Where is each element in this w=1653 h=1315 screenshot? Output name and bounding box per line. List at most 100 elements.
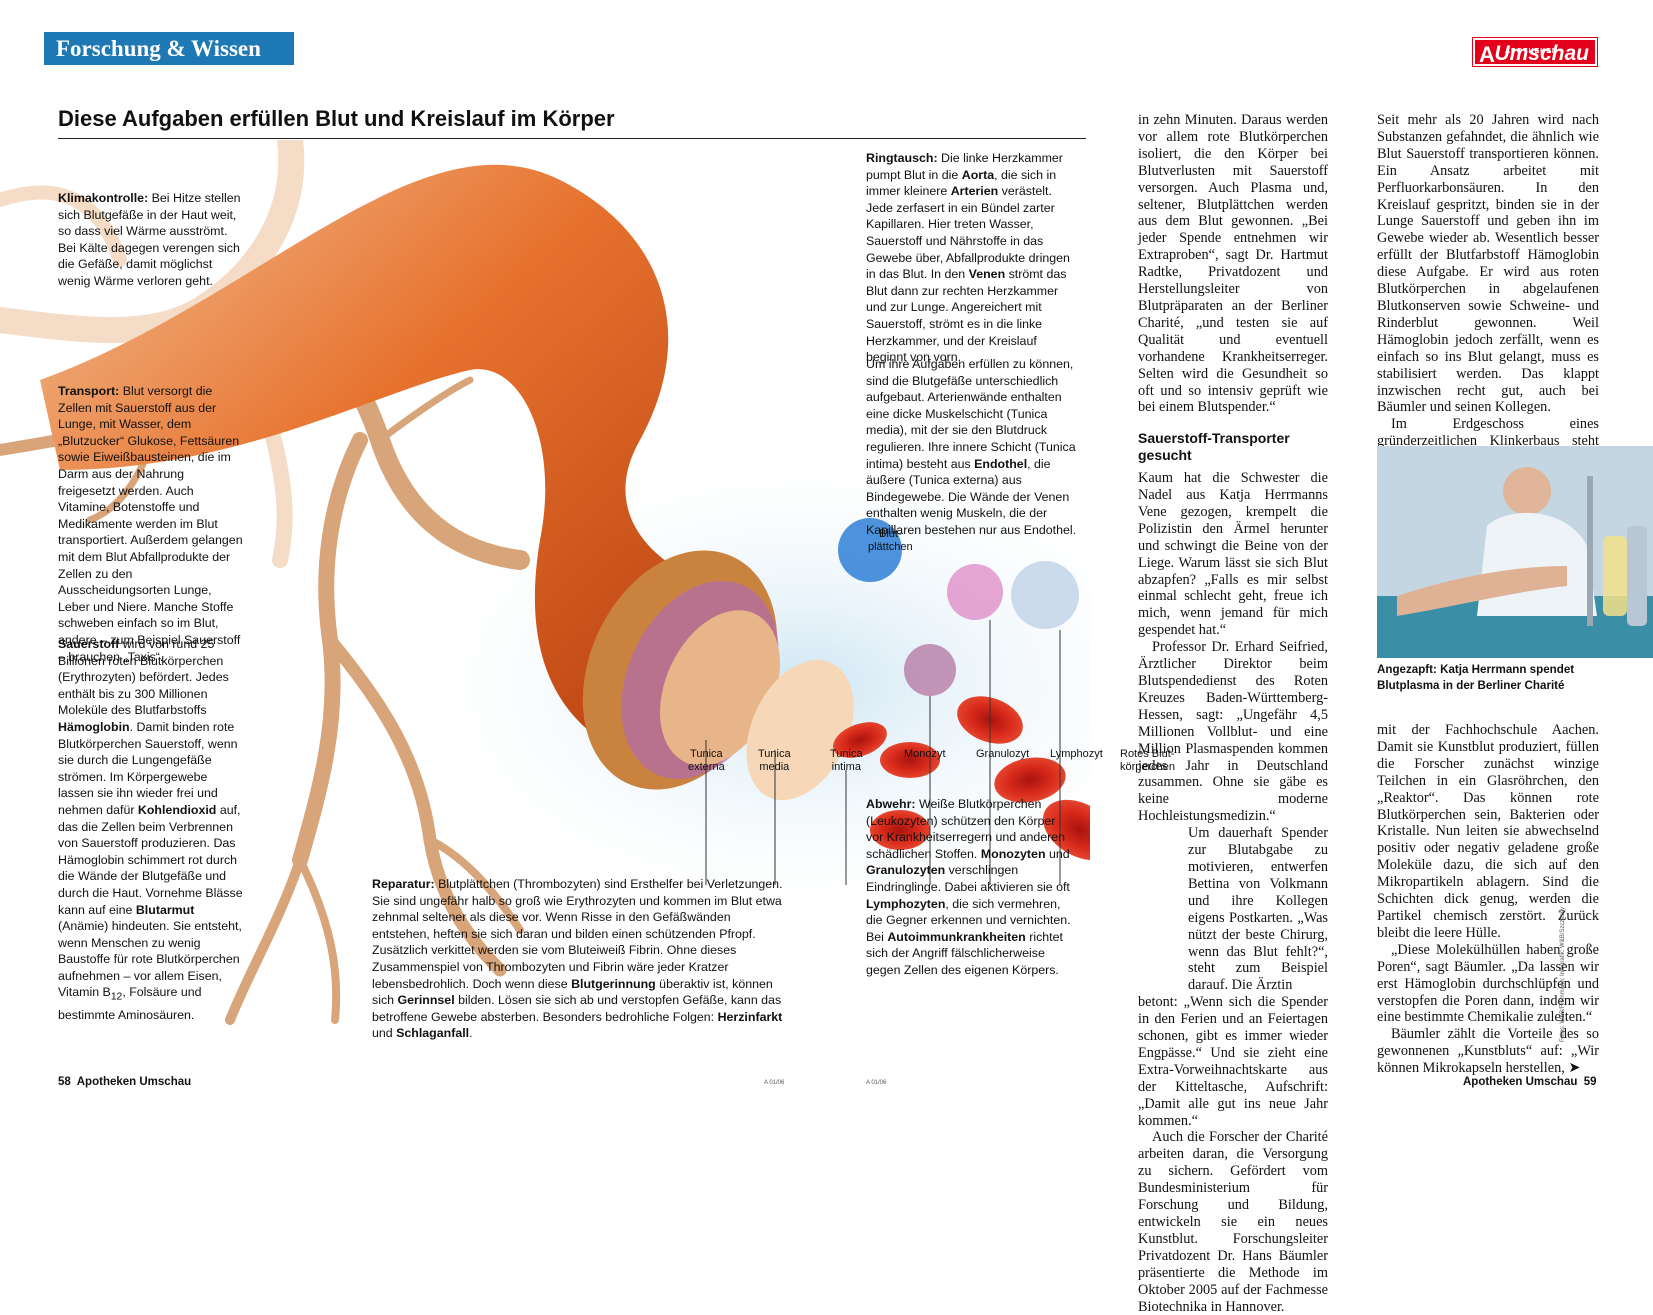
caption-text: . Damit binden rote Blutkörperchen Sauer… <box>58 719 238 817</box>
caption-bold: Aorta <box>961 167 995 182</box>
article-paragraph: Professor Dr. Erhard Seifried, Ärztliche… <box>1138 639 1328 825</box>
pharmacy-a-icon: A <box>1479 42 1495 67</box>
caption-text: und <box>372 1026 397 1041</box>
caption-subscript: 12 <box>110 991 123 1003</box>
label-rotes-blutkoerperchen: Rotes Blut- körperchen <box>1120 748 1176 773</box>
caption-lead: Transport: <box>58 384 120 398</box>
blood-vessel-illustration <box>0 140 1090 1025</box>
article-paragraph: in zehn Minuten. Daraus werden vor allem… <box>1138 112 1328 416</box>
caption-text: wird von rund 25 Billionen roten Blutkör… <box>58 637 229 718</box>
caption-bold: Autoimmunkrankheiten <box>887 929 1026 944</box>
caption-text: Blut versorgt die Zellen mit Sauerstoff … <box>58 384 243 664</box>
page-headline: Diese Aufgaben erfüllen Blut und Kreisla… <box>58 104 1086 139</box>
lymphozyt-cell <box>1011 561 1079 629</box>
caption-text: Bei Hitze stellen sich Blutgefäße in der… <box>58 191 241 288</box>
caption-lead: Sauerstoff <box>58 637 120 651</box>
brand-logo: A APOTHEKEN Umschau <box>1473 38 1597 67</box>
caption-bold: Gerinnsel <box>397 993 455 1008</box>
caption-lead: Klimakontrolle: <box>58 191 149 205</box>
label-granulozyt: Granulozyt <box>976 748 1030 760</box>
caption-bold: Endothel <box>974 456 1028 471</box>
caption-bold: Blutgerinnung <box>571 976 656 991</box>
section-rubric: Forschung & Wissen <box>44 32 294 65</box>
rbc-cell <box>994 757 1066 803</box>
rbc-cell <box>833 722 887 758</box>
caption-text: , die äußere (Tunica externa) aus Bindeg… <box>866 456 1077 537</box>
caption-bold: Venen <box>968 267 1006 282</box>
caption-bold: Blutarmut <box>135 902 195 917</box>
caption-text: und <box>1045 846 1070 861</box>
label-tunica-externa: Tunica externa <box>688 748 725 773</box>
article-column-2-continued: mit der Fachhochschule Aachen. Damit sie… <box>1377 722 1599 1077</box>
caption-text: bilden. Lösen sie sich ab und verstopfen… <box>372 993 782 1024</box>
caption-text: überaktiv ist, können sich <box>372 976 773 1008</box>
caption-lead: Abwehr: <box>866 797 916 811</box>
rbc-cell <box>870 810 930 850</box>
photo-caption: Angezapft: Katja Herrmann spendet Blutpl… <box>1377 663 1575 692</box>
article-paragraph: betont: „Wenn sich die Spender in den Fe… <box>1138 994 1328 1129</box>
caption-bold: Hämoglobin <box>58 719 130 734</box>
blood-cells <box>833 518 1090 861</box>
granulozyt-cell <box>947 564 1003 620</box>
article-paragraph: Kaum hat die Schwester die Nadel aus Kat… <box>1138 470 1328 639</box>
footer-code-left: A 01/06 <box>764 1080 785 1086</box>
logo-small-text: APOTHEKEN <box>1505 48 1558 55</box>
caption-ringtausch: Ringtausch: Die linke Herzkammer pumpt B… <box>866 150 1080 366</box>
label-blutplaettchen: Blut- plättchen <box>868 528 913 553</box>
caption-klimakontrolle: Klimakontrolle: Bei Hitze stellen sich B… <box>58 190 244 290</box>
caption-bold: Granulozyten <box>866 863 946 878</box>
caption-text: strömt das Blut dann zur rechten Herzkam… <box>866 267 1067 365</box>
caption-bold: Schlaganfall <box>396 1026 470 1041</box>
caption-text: verästelt. Jede zerfasert in ein Bündel … <box>866 184 1070 282</box>
article-paragraph: „Diese Molekülhüllen haben große Poren“,… <box>1377 941 1599 1026</box>
caption-text: (Anämie) hindeuten. Sie entsteht, wenn M… <box>58 919 242 1000</box>
label-monozyt: Monozyt <box>904 748 946 760</box>
label-tunica-intima: Tunica intima <box>830 748 863 773</box>
article-subhead: Sauerstoff-Transporter gesucht <box>1138 430 1290 464</box>
caption-gefaesse: Um ihre Aufgaben erfüllen zu können, sin… <box>866 356 1080 539</box>
continue-arrow-icon: ➤ <box>1568 1060 1581 1077</box>
caption-text: , Folsäure und bestimmte Aminosäuren. <box>58 985 202 1022</box>
caption-text: , die sich vermehren, die Gegner erkenne… <box>866 896 1071 944</box>
footer-left: 58 Apotheken Umschau <box>58 1076 192 1088</box>
article-text: Bäumler zählt die Vorteile des so gewonn… <box>1377 1026 1599 1077</box>
platelet-cell <box>838 518 902 582</box>
caption-bold: Kohlendioxid <box>137 802 217 817</box>
caption-bold: Arterien <box>950 184 999 199</box>
caption-reparatur: Reparatur: Blutplättchen (Thrombozyten) … <box>372 876 788 1042</box>
rbc-cell <box>1043 799 1090 861</box>
caption-bold: Herzinfarkt <box>717 1009 783 1024</box>
artery-tube <box>40 164 700 761</box>
caption-abwehr: Abwehr: Weiße Blutkörperchen (Leukozyten… <box>866 796 1072 979</box>
footer-right: Apotheken Umschau 59 <box>1463 1076 1597 1088</box>
blood-donation-photo <box>1377 446 1653 658</box>
caption-bold: Monozyten <box>980 846 1046 861</box>
article-column-2: Seit mehr als 20 Jahren wird nach Substa… <box>1377 112 1599 484</box>
monozyt-cell <box>904 644 956 696</box>
article-paragraph: Bäumler zählt die Vorteile des so gewonn… <box>1377 1026 1599 1077</box>
caption-lead: Reparatur: <box>372 877 435 891</box>
rbc-cell <box>880 742 940 778</box>
label-tunica-media: Tunica media <box>758 748 791 773</box>
article-paragraph: Um dauerhaft Spender zur Blutabgabe zu m… <box>1188 825 1328 994</box>
label-lymphozyt: Lymphozyt <box>1050 748 1103 760</box>
vessel-cross-section <box>582 550 854 801</box>
article-paragraph: mit der Fachhochschule Aachen. Damit sie… <box>1377 722 1599 941</box>
caption-text: , die sich in immer kleinere <box>866 167 1057 199</box>
caption-text: auf, das die Zellen beim Verbrennen von … <box>58 802 243 917</box>
caption-text: Weiße Blutkörperchen (Leukozyten) schütz… <box>866 797 1066 861</box>
article-paragraph: Auch die Forscher der Charité arbeiten d… <box>1138 1129 1328 1315</box>
caption-lead: Ringtausch: <box>866 151 938 165</box>
photo-credit: Fotos: W&B/Frommann; Infografik: W&B/Szc… <box>1560 906 1566 1042</box>
caption-text: verschlingen Eindringlinge. Dabei aktivi… <box>866 863 1070 894</box>
caption-sauerstoff: Sauerstoff wird von rund 25 Billionen ro… <box>58 636 244 1023</box>
label-leader-lines <box>705 620 1061 885</box>
caption-text: richtet sich der Angriff fälschlicherwei… <box>866 929 1063 977</box>
caption-text: Blutplättchen (Thrombozyten) sind Ersthe… <box>372 877 783 991</box>
caption-text: . <box>469 1026 473 1041</box>
article-paragraph: Seit mehr als 20 Jahren wird nach Substa… <box>1377 112 1599 416</box>
caption-text: Die linke Herzkammer pumpt Blut in die <box>866 151 1063 182</box>
caption-bold: Lymphozyten <box>866 896 946 911</box>
logo-brand-text: Umschau <box>1494 42 1589 65</box>
caption-transport: Transport: Blut versorgt die Zellen mit … <box>58 383 244 665</box>
